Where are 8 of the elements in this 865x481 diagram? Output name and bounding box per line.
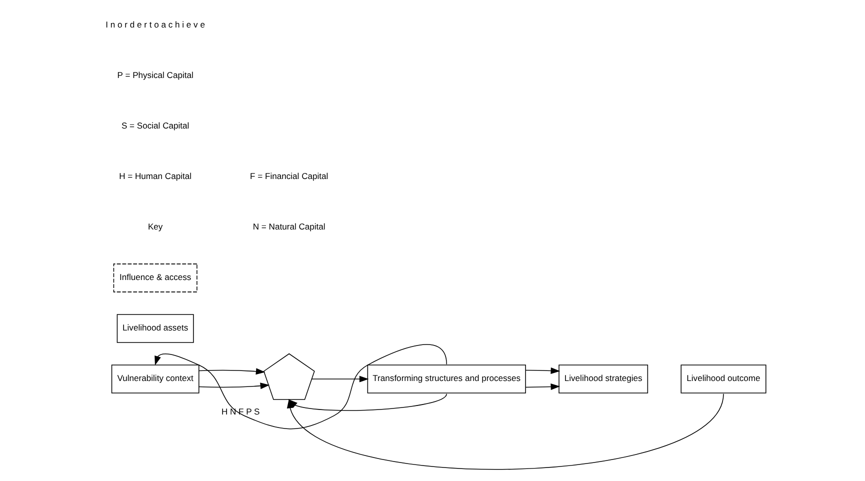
node-label: H N F P S [220, 406, 260, 416]
label: N = Natural Capital [252, 222, 325, 232]
label: I n o r d e r t o a c h i e v e [105, 19, 204, 30]
label: P = Physical Capital [116, 70, 193, 80]
label: F = Financial Capital [250, 170, 328, 181]
label: Key [147, 222, 162, 232]
label: H = Human Capital [118, 170, 192, 181]
label: S = Social Capital [120, 120, 189, 130]
